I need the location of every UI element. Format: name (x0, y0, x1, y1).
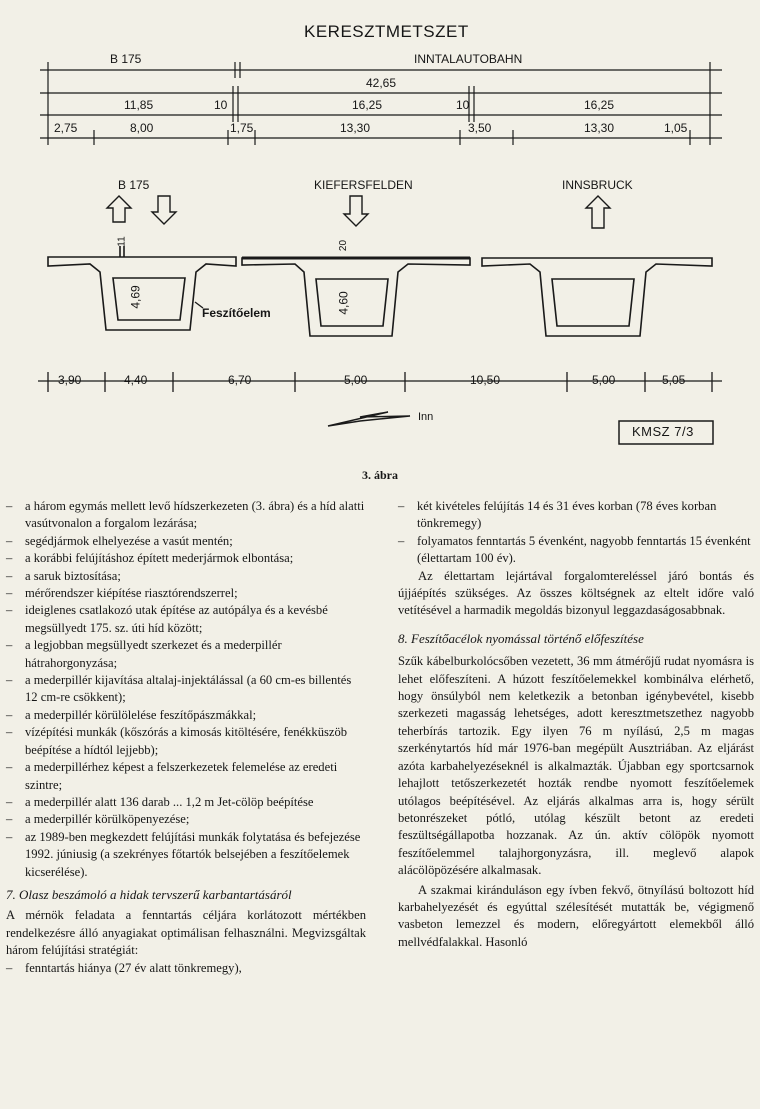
dim-bottom-1: 3,90 (58, 373, 82, 387)
lifetime-paragraph: Az élettartam lejártával forgalomterelés… (398, 568, 754, 618)
dim-row3-f: 13,30 (584, 121, 615, 135)
section7-paragraph: A mérnök feladata a fenntartás céljára k… (6, 908, 366, 958)
dim-label-b175: B 175 (110, 52, 142, 66)
flow-label: Inn (418, 411, 434, 423)
list-item: segédjármok elhelyezése a vasút mentén; (6, 533, 366, 551)
list-item: vízépítési munkák (kőszórás a kimosás ki… (6, 724, 366, 759)
dim-bottom-2: 4,40 (124, 373, 148, 387)
dim-row2-a: 11,85 (124, 98, 154, 112)
prestress-pointer (194, 301, 204, 309)
dim-row3-c: 1,75 (230, 121, 254, 135)
list-item: két kivételes felújítás 14 és 31 éves ko… (398, 498, 754, 533)
direction-b175: B 175 (118, 178, 150, 192)
dim-row3-d: 13,30 (340, 121, 371, 135)
list-item: az 1989-ben megkezdett felújítási munkák… (6, 829, 366, 881)
small-dim-20: 20 (338, 239, 350, 252)
section8-heading: 8. Feszítőacélok nyomással történő előfe… (398, 630, 644, 646)
dim-row3-a: 2,75 (54, 121, 78, 135)
section8-paragraph-2: A szakmai kiránduláson egy ívben fekvő, … (398, 882, 754, 949)
right-column: két kivételes felújítás 14 és 31 éves ko… (398, 498, 754, 951)
left-column: a három egymás mellett levő hídszerkezet… (6, 498, 366, 977)
small-dim-11: 11 (116, 236, 128, 247)
list-item: folyamatos fenntartás 5 évenként, nagyob… (398, 533, 754, 568)
dimension-lines-top (40, 62, 722, 145)
figure-title: KERESZTMETSZET (304, 22, 469, 41)
dim-bottom-5: 10,50 (470, 373, 501, 387)
dim-bottom-7: 5,05 (662, 373, 686, 387)
box-girder-left (47, 246, 237, 331)
list-item: a legjobban megsüllyedt szerkezet és a m… (6, 637, 366, 672)
measures-list: a három egymás mellett levő hídszerkezet… (6, 498, 366, 881)
dim-row2-e: 16,25 (584, 98, 615, 112)
drawing-id: KMSZ 7/3 (632, 424, 694, 439)
list-item: a mederpillér kijavítása altalaj-injektá… (6, 672, 366, 707)
direction-innsbruck: INNSBRUCK (562, 178, 633, 192)
strategy-list: fenntartás hiánya (27 év alatt tönkremeg… (6, 960, 366, 978)
dim-row2-b: 10 (214, 98, 228, 112)
dim-row2-d: 10 (456, 98, 470, 112)
list-item: a három egymás mellett levő hídszerkezet… (6, 498, 366, 533)
list-item: fenntartás hiánya (27 év alatt tönkremeg… (6, 960, 366, 978)
height-middle: 4,60 (336, 291, 351, 315)
direction-kiefersfelden: KIEFERSFELDEN (314, 178, 413, 192)
list-item: ideiglenes csatlakozó utak építése az au… (6, 602, 366, 637)
dim-row2-c: 16,25 (352, 98, 383, 112)
section8-paragraph-1: Szűk kábelburkolócsőben vezetett, 36 mm … (398, 654, 754, 878)
cross-section-drawing (38, 62, 722, 445)
list-item: a korábbi felújításhoz épített mederjárm… (6, 550, 366, 568)
dim-row3-e: 3,50 (468, 121, 492, 135)
section7-heading: 7. Olasz beszámoló a hidak tervszerű kar… (6, 886, 292, 902)
figure-caption: 3. ábra (362, 468, 398, 482)
cross-section-figure: KERESZTMETSZET B 175 INNTALAUTOBAHN 42,6… (0, 0, 760, 460)
box-girder-right (481, 257, 713, 337)
list-item: a saruk biztosítása; (6, 568, 366, 586)
dim-bottom-3: 6,70 (228, 373, 252, 387)
flow-direction-arrow (327, 411, 411, 427)
dim-row3-b: 8,00 (130, 121, 154, 135)
list-item: mérőrendszer kiépítése riasztórendszerre… (6, 585, 366, 603)
list-item: a mederpillér körülköpenyezése; (6, 811, 366, 829)
prestress-label: Feszítőelem (202, 306, 271, 320)
height-left: 4,69 (128, 285, 143, 309)
dim-total: 42,65 (366, 76, 397, 90)
dim-label-inntal: INNTALAUTOBAHN (414, 52, 523, 66)
dim-row3-g: 1,05 (664, 121, 688, 135)
strategy-list-continued: két kivételes felújítás 14 és 31 éves ko… (398, 498, 754, 568)
box-girder-middle (241, 256, 471, 337)
list-item: a mederpillérhez képest a felszerkezetek… (6, 759, 366, 794)
list-item: a mederpillér alatt 136 darab ... 1,2 m … (6, 794, 366, 812)
drawing-id-box (618, 420, 714, 445)
dim-bottom-6: 5,00 (592, 373, 616, 387)
dimension-lines-bottom (38, 372, 722, 392)
traffic-direction-arrows (105, 195, 612, 229)
dim-bottom-4: 5,00 (344, 373, 368, 387)
list-item: a mederpillér körülölelése feszítőpászmá… (6, 707, 366, 725)
